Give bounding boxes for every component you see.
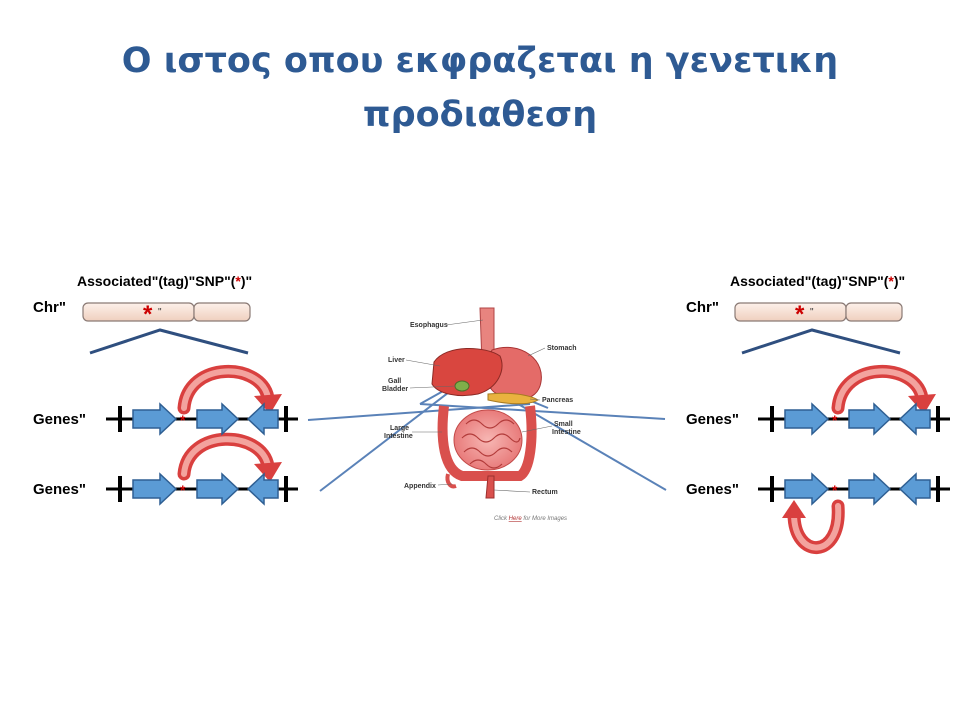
gene-arrow <box>132 402 178 436</box>
right-snp-label: Associated"(tag)"SNP"(*)" <box>730 273 905 289</box>
label-liver: Liver <box>388 357 405 364</box>
image-credit-link[interactable]: Here <box>509 516 523 522</box>
gene-arrow <box>784 472 830 506</box>
gene-arrow <box>196 402 240 436</box>
gene-arrow <box>132 472 178 506</box>
right-chromosome: * " <box>734 301 903 328</box>
gene-arrow-reverse <box>246 472 279 506</box>
right-genes-label-2: Genes" <box>686 481 739 498</box>
label-gall-bladder-1: Gall <box>388 378 401 385</box>
right-gene-track-2: * <box>758 472 950 506</box>
liver-shape <box>431 347 503 397</box>
image-credit: Click Here for More Images <box>494 516 567 522</box>
rectum-shape <box>485 475 495 499</box>
connector-right-upper <box>419 403 666 420</box>
connector-left-lower <box>319 375 471 492</box>
slide-title: Ο ιστος οπου εκφραζεται η γενετικη προδι… <box>40 34 920 142</box>
gene-arrow-reverse <box>246 402 279 436</box>
left-chr-label: Chr" <box>33 299 66 316</box>
gene-arrow-reverse <box>898 472 931 506</box>
appendix-shape <box>445 473 457 489</box>
left-gene-track-2: * <box>106 472 298 506</box>
svg-text:*: * <box>180 482 186 498</box>
connector-left-upper <box>307 403 531 421</box>
svg-text:*: * <box>832 482 838 498</box>
right-zoom-bracket <box>741 328 901 355</box>
svg-text:*: * <box>180 412 186 428</box>
left-panel: Associated"(tag)"SNP"(*)" Chr" * " Genes… <box>33 273 298 506</box>
small-intestine-shape <box>453 409 523 471</box>
label-large-intestine-2: Intestine <box>384 433 413 440</box>
gene-arrow <box>784 402 830 436</box>
large-intestine-shape <box>437 405 537 481</box>
svg-text:*: * <box>832 412 838 428</box>
right-chr-snp-marker: * <box>795 301 805 328</box>
label-pancreas: Pancreas <box>542 397 573 404</box>
right-chr-label: Chr" <box>686 299 719 316</box>
left-genes-label-2: Genes" <box>33 481 86 498</box>
label-stomach: Stomach <box>547 345 577 352</box>
gene-arrow-reverse <box>898 402 931 436</box>
label-large-intestine-1: Large <box>390 425 409 432</box>
label-rectum: Rectum <box>532 489 558 496</box>
title-line-1: Ο ιστος οπου εκφραζεται η γενετικη <box>121 41 839 81</box>
label-esophagus: Esophagus <box>410 322 448 329</box>
left-gene-track-1: * <box>106 402 298 436</box>
left-zoom-bracket <box>89 328 249 355</box>
left-chromosome: * " <box>82 301 251 328</box>
title-line-2: προδιαθεση <box>362 95 598 135</box>
organ-labels <box>405 319 553 493</box>
label-appendix: Appendix <box>404 483 436 490</box>
label-small-intestine-2: Intestine <box>552 429 581 436</box>
svg-text:": " <box>158 307 162 318</box>
left-genes-label-1: Genes" <box>33 411 86 428</box>
left-chr-snp-marker: * <box>143 301 153 328</box>
digestive-system-illustration: Esophagus Stomach Liver Gall Bladder Pan… <box>382 307 581 522</box>
svg-text:": " <box>810 307 814 318</box>
left-snp-label: Associated"(tag)"SNP"(*)" <box>77 273 252 289</box>
label-gall-bladder-2: Bladder <box>382 386 408 393</box>
gall-bladder-shape <box>454 380 470 392</box>
right-gene-track-1: * <box>758 402 950 436</box>
label-small-intestine-1: Small <box>554 421 573 428</box>
gene-arrow <box>848 402 892 436</box>
right-panel: Associated"(tag)"SNP"(*)" Chr" * " Genes… <box>686 273 950 554</box>
right-genes-label-1: Genes" <box>686 411 739 428</box>
gene-arrow <box>848 472 892 506</box>
gene-arrow <box>196 472 240 506</box>
